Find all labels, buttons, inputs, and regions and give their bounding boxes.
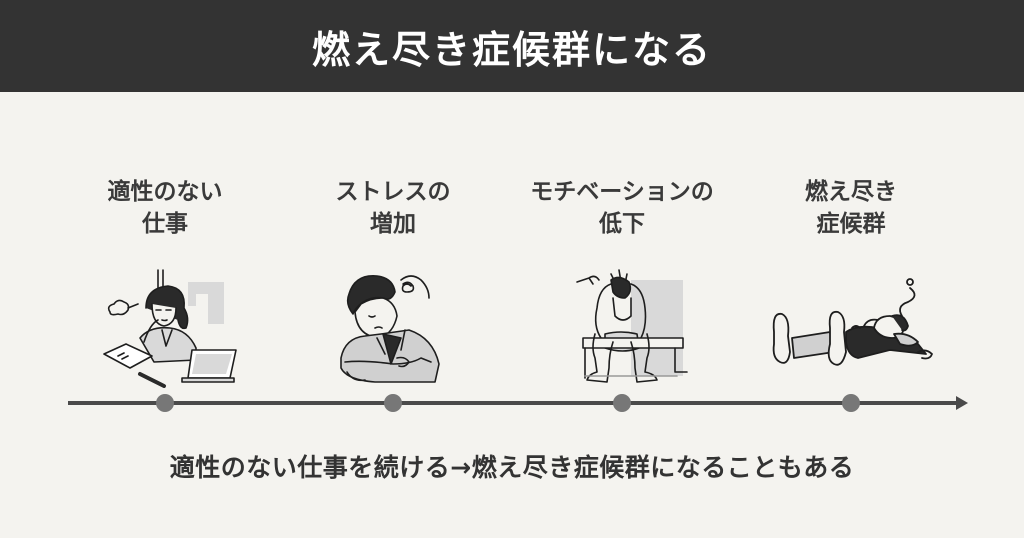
stressed-businessman-illustration (340, 275, 440, 383)
stage-label-line1: 燃え尽き (805, 179, 897, 205)
timeline-dot-stage-3 (613, 394, 631, 412)
stage-label-stress-increase: ストレスの 増加 (273, 176, 513, 240)
summary-caption: 適性のない仕事を続ける→燃え尽き症候群になることもある (169, 453, 855, 482)
man-holding-head-illustration (576, 269, 688, 383)
tired-woman-illustration (103, 269, 237, 388)
timeline-dot-stage-4 (842, 394, 860, 412)
collapsed-man-illustration (772, 278, 933, 366)
stage-label-line1: ストレスの (335, 179, 451, 205)
stage-label-line2: 低下 (599, 211, 645, 237)
timeline-arrowhead-icon (956, 396, 968, 410)
stage-label-line1: モチベーションの (530, 179, 714, 205)
timeline-dot-stage-1 (156, 394, 174, 412)
timeline-line (68, 401, 958, 405)
stage-label-motivation-decline: モチベーションの 低下 (502, 176, 742, 240)
stage-label-line1: 適性のない (107, 179, 223, 205)
stage-label-burnout: 燃え尽き 症候群 (731, 176, 971, 240)
header-banner: 燃え尽き症候群になる (0, 0, 1024, 92)
stage-label-line2: 仕事 (142, 211, 188, 237)
timeline-dot-stage-2 (384, 394, 402, 412)
page-title: 燃え尽き症候群になる (311, 27, 712, 72)
stage-label-line2: 増加 (370, 211, 416, 237)
stage-label-unsuitable-work: 適性のない 仕事 (45, 176, 285, 240)
stage-label-line2: 症候群 (816, 211, 886, 237)
